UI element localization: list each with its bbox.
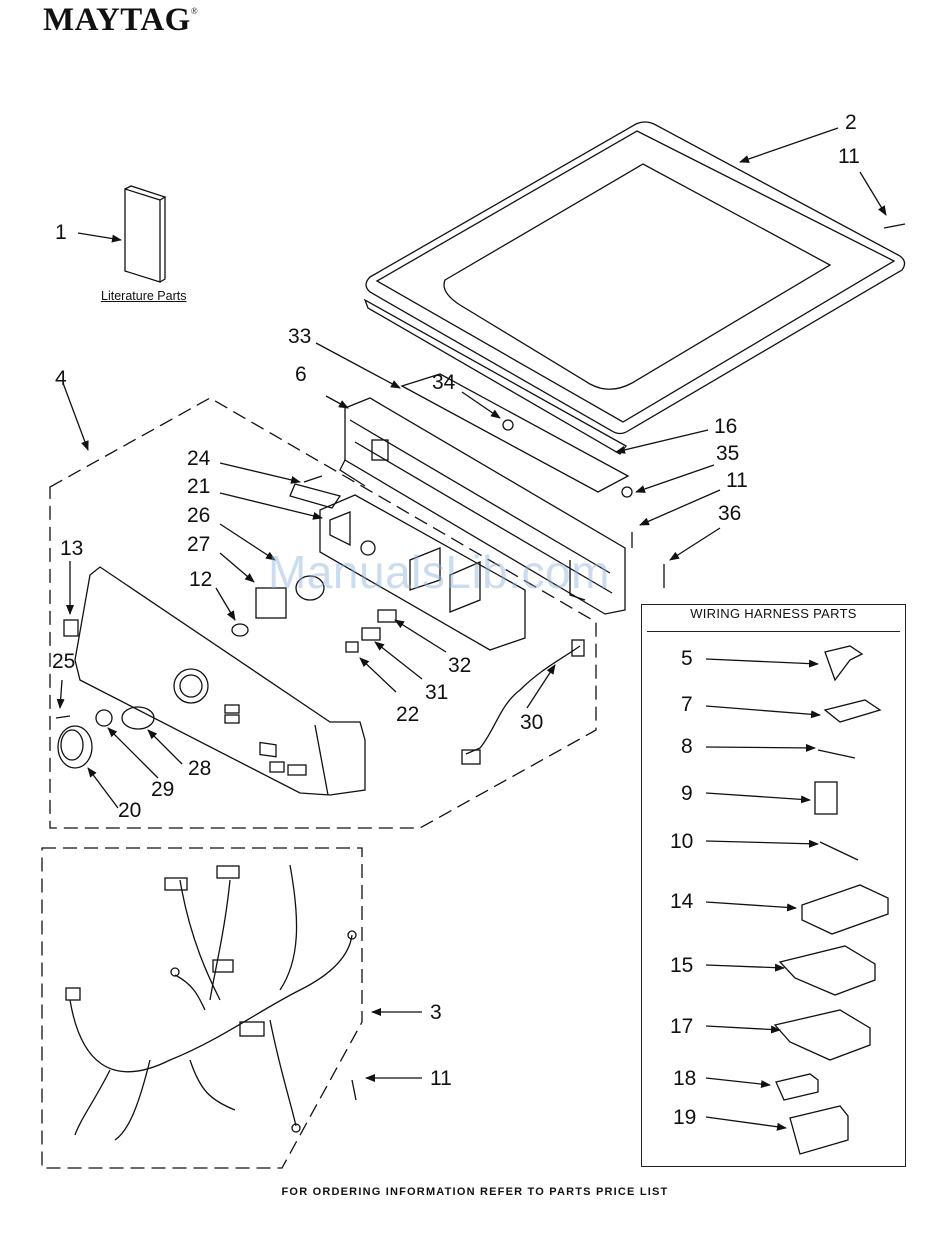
callout-2: 2 <box>845 112 857 133</box>
callout-24: 24 <box>187 448 210 469</box>
foam-pad <box>232 624 248 636</box>
literature-booklet <box>125 186 165 282</box>
callout-17: 17 <box>670 1016 693 1037</box>
switch-31 <box>362 628 380 640</box>
ordering-footer: FOR ORDERING INFORMATION REFER TO PARTS … <box>0 1186 950 1198</box>
control-knob <box>58 726 92 768</box>
callout-18: 18 <box>673 1068 696 1089</box>
switch-32 <box>378 610 396 622</box>
callout-5: 5 <box>681 648 693 669</box>
knob-adapter <box>96 710 112 726</box>
callout-33: 33 <box>288 326 311 347</box>
callout-11-harness: 11 <box>430 1068 452 1089</box>
wiring-harness-divider <box>647 631 900 632</box>
callout-11-frame: 11 <box>726 470 748 491</box>
callout-10: 10 <box>670 831 693 852</box>
callout-13: 13 <box>60 538 83 559</box>
callout-21: 21 <box>187 476 210 497</box>
callout-1: 1 <box>55 222 67 243</box>
callout-7: 7 <box>681 694 693 715</box>
callout-36: 36 <box>718 503 741 524</box>
console-assembly-boundary <box>50 398 596 828</box>
callout-34: 34 <box>432 372 455 393</box>
console-harness <box>466 646 580 754</box>
board-screw <box>304 476 322 482</box>
lid-bumper-34 <box>503 420 513 430</box>
callout-6: 6 <box>295 364 307 385</box>
callout-30: 30 <box>520 712 543 733</box>
callout-15: 15 <box>670 955 693 976</box>
literature-parts-label: Literature Parts <box>101 289 186 303</box>
callout-8: 8 <box>681 736 693 757</box>
wiring-harness-title: WIRING HARNESS PARTS <box>641 606 906 621</box>
callout-11-lid: 11 <box>838 146 860 167</box>
harness-screw <box>352 1080 356 1100</box>
callout-28: 28 <box>188 758 211 779</box>
callout-22: 22 <box>396 704 419 725</box>
callout-3: 3 <box>430 1002 442 1023</box>
callout-14: 14 <box>670 891 693 912</box>
panel-screw <box>56 716 70 718</box>
watermark: ManualsLib.com <box>268 545 610 599</box>
callout-9: 9 <box>681 783 693 804</box>
main-harness-boundary <box>42 848 362 1168</box>
callout-25: 25 <box>52 651 75 672</box>
callout-26: 26 <box>187 505 210 526</box>
part-13-clip <box>64 620 78 636</box>
callout-12: 12 <box>189 569 212 590</box>
switch-22 <box>346 642 358 652</box>
callout-20: 20 <box>118 800 141 821</box>
callout-16: 16 <box>714 416 737 437</box>
callout-35: 35 <box>716 443 739 464</box>
callout-19: 19 <box>673 1107 696 1128</box>
callout-31: 31 <box>425 682 448 703</box>
lid-screw <box>884 224 905 228</box>
console-panel <box>75 567 365 795</box>
callout-4: 4 <box>55 368 67 389</box>
callout-27: 27 <box>187 534 210 555</box>
main-wire-harness <box>66 865 356 1140</box>
callout-32: 32 <box>448 655 471 676</box>
callout-29: 29 <box>151 779 174 800</box>
lid-trim-strip <box>365 300 626 454</box>
lid-bumper-35 <box>622 487 632 497</box>
